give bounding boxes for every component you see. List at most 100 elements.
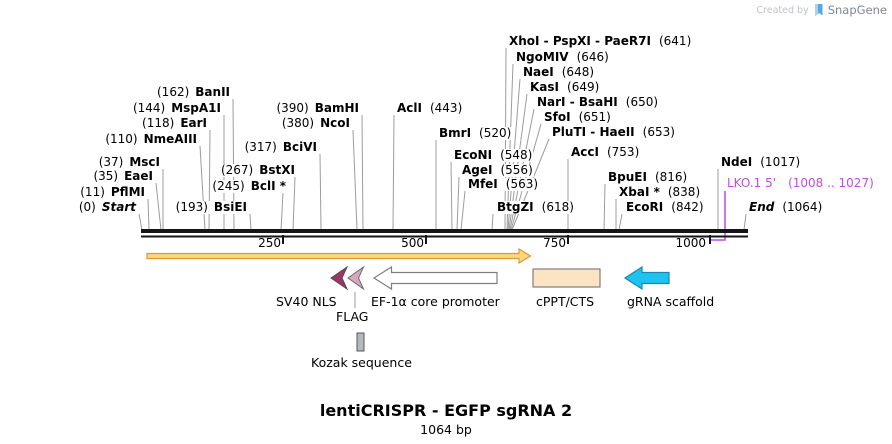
- site-label-ndei[interactable]: NdeI(1017): [720, 155, 802, 169]
- site-label-banii[interactable]: (162)BanII: [156, 86, 231, 99]
- site-label-bcli[interactable]: (245)BclI *: [211, 180, 287, 193]
- cppt-cts-feature-box[interactable]: [532, 268, 601, 288]
- site-name-text: EcoRI: [626, 200, 664, 214]
- site-name-text: BstXI: [259, 163, 295, 177]
- ruler-tick-mark-750: [567, 235, 569, 244]
- site-pre-text: (35): [93, 169, 119, 183]
- site-label-bmri[interactable]: BmrI(520): [438, 127, 513, 140]
- watermark-brand: SnapGene: [827, 3, 887, 17]
- ruler-label-250: 250: [258, 236, 281, 250]
- site-leader-eari: [208, 129, 211, 231]
- site-label-bpuei[interactable]: BpuEI(816): [607, 170, 689, 184]
- feature-label-grna-scaffold[interactable]: gRNA scaffold: [627, 294, 715, 309]
- feature-label-sv40-nls[interactable]: SV40 NLS: [276, 294, 337, 309]
- feature-label-cppt-cts[interactable]: cPPT/CTS: [536, 294, 595, 309]
- site-pre-text: (390): [276, 101, 309, 115]
- site-label-eari[interactable]: (118)EarI: [141, 117, 208, 130]
- site-leader-btgzi: [491, 213, 494, 231]
- site-name-text: EcoNI: [454, 148, 493, 162]
- site-label-end[interactable]: End (1064): [748, 200, 824, 214]
- site-leader-eaei: [155, 182, 162, 231]
- site-leader-bcli: [280, 192, 284, 231]
- site-name-text: PluTI - HaeII: [552, 125, 635, 139]
- site-post-text: (816): [654, 170, 688, 184]
- feature-label-kozak-sequence[interactable]: Kozak sequence: [311, 355, 412, 370]
- site-pre-text: (144): [132, 101, 166, 115]
- site-name-text: Start: [101, 200, 136, 214]
- site-label-bcivi[interactable]: (317)BciVI: [243, 140, 318, 154]
- site-post-text: (556): [500, 163, 533, 177]
- grna-scaffold-feature-arrow[interactable]: [623, 265, 670, 291]
- site-name-text: BciVI: [282, 140, 317, 154]
- site-post-text: (618): [541, 200, 574, 214]
- site-label-mfei[interactable]: MfeI(563): [467, 177, 540, 191]
- site-label-ncoi[interactable]: (380) NcoI: [280, 116, 351, 130]
- site-label-econi[interactable]: EcoNI (548): [453, 148, 534, 162]
- site-label-acli[interactable]: AclI(443): [396, 102, 464, 115]
- site-label-sfoi[interactable]: SfoI(651): [543, 111, 612, 124]
- site-leader-end: [743, 213, 747, 231]
- site-label-eaei[interactable]: (35) EaeI: [92, 170, 154, 183]
- orange-feature-arrow[interactable]: [146, 247, 532, 265]
- feature-label-flag[interactable]: FLAG: [336, 309, 369, 324]
- sequence-line-lower: [141, 235, 748, 238]
- site-leader-ncoi: [352, 129, 358, 231]
- site-name-text: NaeI: [523, 65, 554, 79]
- site-post-text: (1064): [782, 200, 823, 214]
- site-label-naei[interactable]: NaeI(648): [522, 65, 596, 79]
- site-name-text: NarI - BsaHI: [537, 95, 618, 109]
- site-label-bamhi[interactable]: (390)BamHI: [275, 102, 360, 115]
- site-label-ecori[interactable]: EcoRI (842): [625, 201, 705, 214]
- site-pre-text: (267): [220, 163, 254, 177]
- site-label-ngomiv[interactable]: NgoMIV(646): [515, 51, 610, 64]
- site-label-start[interactable]: (0)Start: [77, 200, 137, 214]
- site-pre-text: (380): [281, 116, 315, 130]
- site-label-kasi[interactable]: KasI(649): [529, 80, 601, 94]
- site-post-text: (548): [500, 148, 533, 162]
- site-leader-econi: [450, 161, 453, 231]
- ruler-label-500: 500: [401, 236, 424, 250]
- site-name-text: BtgZI: [497, 200, 534, 214]
- site-label-xhoi[interactable]: XhoI - PspXI - PaeR7I(641): [508, 35, 693, 48]
- site-label-nmeaiii[interactable]: (110)NmeAIII: [104, 133, 198, 146]
- kozak-feature-box[interactable]: [356, 332, 365, 352]
- site-post-text: (838): [667, 185, 701, 199]
- primer-label-lko[interactable]: LKO.1 5'(1008 .. 1027): [726, 177, 875, 190]
- site-label-pflmi[interactable]: (11)PflMI: [79, 186, 146, 199]
- sequence-line[interactable]: [141, 229, 748, 233]
- site-name-text: NcoI: [320, 116, 350, 130]
- site-pre-text: (110): [105, 132, 138, 146]
- site-name-text: KasI: [530, 80, 560, 94]
- site-label-pluti[interactable]: PluTI - HaeII(653): [551, 126, 676, 139]
- site-label-bsiei[interactable]: (193)BsiEI: [174, 200, 248, 214]
- site-name-text: NdeI: [721, 155, 753, 169]
- site-label-agei[interactable]: AgeI (556): [461, 164, 534, 177]
- site-label-mspa1i[interactable]: (144)MspA1I: [131, 101, 222, 115]
- site-name-text: AgeI: [462, 163, 493, 177]
- site-label-acci[interactable]: AccI(753): [570, 146, 641, 159]
- site-label-msci[interactable]: (37)MscI: [97, 155, 161, 169]
- site-label-btgzi[interactable]: BtgZI (618): [496, 201, 575, 214]
- site-name-text: End: [749, 200, 775, 214]
- site-post-text: (563): [505, 177, 539, 191]
- site-leader-bsiei: [249, 213, 252, 231]
- site-label-xbai[interactable]: XbaI *(838): [618, 185, 702, 199]
- map-title: lentiCRISPR - EGFP sgRNA 2: [319, 401, 573, 420]
- ef1a-promoter-feature-arrow[interactable]: [372, 265, 498, 291]
- snapgene-logo-icon: [814, 4, 823, 16]
- site-post-text: (842): [671, 200, 704, 214]
- ruler-tick-mark-1000: [709, 235, 711, 244]
- ruler-label-1000: 1000: [675, 236, 706, 250]
- site-label-bstxi[interactable]: (267) BstXI: [219, 163, 296, 177]
- site-label-nari[interactable]: NarI - BsaHI(650): [536, 95, 660, 109]
- site-name-text: BclI *: [250, 179, 286, 193]
- site-pre-text: (193): [175, 200, 208, 214]
- flag-feature-arrow[interactable]: [347, 265, 365, 291]
- feature-label-ef1a-promoter[interactable]: EF-1α core promoter: [371, 294, 500, 309]
- site-name-text: NgoMIV: [516, 50, 569, 64]
- sv40-nls-feature-arrow[interactable]: [330, 265, 349, 291]
- ruler-tick-mark-500: [425, 235, 427, 244]
- site-name-text: EaeI: [124, 169, 153, 183]
- site-name-text: MscI: [129, 155, 160, 169]
